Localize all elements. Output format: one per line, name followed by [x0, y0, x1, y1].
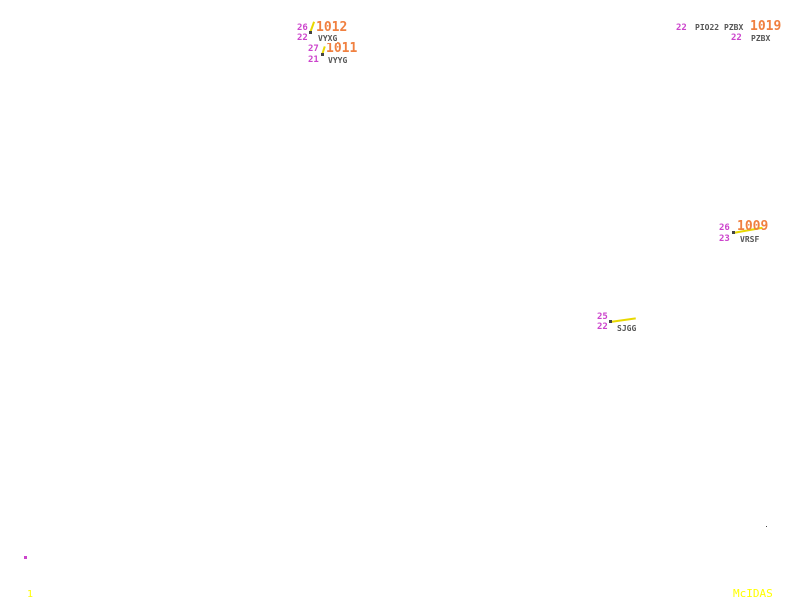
- pressure: 1011: [326, 41, 358, 56]
- temperature: 26: [297, 23, 308, 33]
- dewpoint: 22: [597, 322, 608, 332]
- dewpoint: 23: [719, 234, 730, 244]
- pressure: 1019: [750, 19, 782, 34]
- temperature: 25: [597, 312, 608, 322]
- station-marker: [309, 31, 312, 34]
- station-marker: [321, 53, 324, 56]
- station-id: PIO22: [695, 23, 720, 32]
- temperature: 22: [676, 23, 687, 33]
- station-id: VYYG: [328, 56, 348, 65]
- frame-number: 1: [27, 589, 34, 600]
- pressure: 1012: [316, 20, 348, 35]
- temperature: 27: [308, 44, 319, 54]
- station-id: PZBX: [724, 23, 744, 32]
- temperature: 22: [731, 33, 742, 43]
- station-marker: [732, 231, 735, 234]
- wind-barb: [609, 317, 636, 323]
- station-id: SJGG: [617, 324, 637, 333]
- mcidas-label: McIDAS: [733, 587, 773, 600]
- dewpoint: 22: [297, 33, 308, 43]
- station-id: VRSF: [740, 235, 760, 244]
- station-marker: [609, 320, 612, 323]
- station-id: VYXG: [318, 34, 338, 43]
- station-marker: [24, 556, 27, 559]
- pressure: 1009: [737, 219, 769, 234]
- temperature: 26: [719, 223, 730, 233]
- dewpoint: 21: [308, 55, 319, 65]
- station-id: PZBX: [751, 34, 771, 43]
- station-marker: [766, 526, 767, 527]
